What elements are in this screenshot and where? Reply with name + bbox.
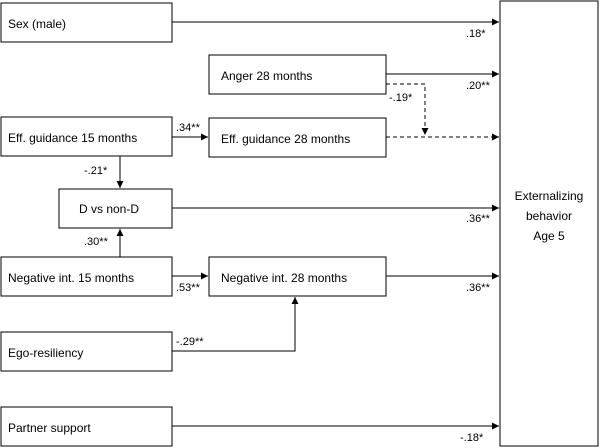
box-eff15-label: Eff. guidance 15 months <box>8 131 137 145</box>
coef-neg15-neg28: .53** <box>176 282 201 294</box>
outcome-line-1: Externalizing <box>515 189 584 203</box>
box-d-vs-non-d: D vs non-D <box>58 188 173 229</box>
arrow-anger-to-eff28-path <box>386 83 429 135</box>
arrow-ego-to-neg28 <box>172 297 299 352</box>
outcome-line-3: Age 5 <box>533 229 565 243</box>
box-anger-label: Anger 28 months <box>221 69 312 83</box>
coef-partner-ext: -.18* <box>460 432 484 444</box>
coef-eff15-eff28: .34** <box>176 122 201 134</box>
box-eff28: Eff. guidance 28 months <box>208 117 387 158</box>
box-sex-label: Sex (male) <box>8 17 66 31</box>
coef-neg28-ext: .36** <box>466 282 491 294</box>
coef-d-ext: .36** <box>466 213 491 225</box>
box-partner-support-label: Partner support <box>8 421 91 435</box>
box-sex: Sex (male) <box>0 2 173 43</box>
coef-neg15-d: .30** <box>84 236 109 248</box>
box-outcome: Externalizing behavior Age 5 <box>499 0 599 447</box>
box-d-vs-non-d-label: D vs non-D <box>79 202 139 216</box>
box-neg15: Negative int. 15 months <box>0 256 173 297</box>
outcome-line-2: behavior <box>526 209 572 223</box>
coef-anger-ext: .20** <box>466 80 491 92</box>
box-partner-support: Partner support <box>0 406 173 447</box>
box-ego-resiliency-label: Ego-resiliency <box>8 346 83 360</box>
box-neg28: Negative int. 28 months <box>208 256 387 297</box>
box-neg15-label: Negative int. 15 months <box>8 271 134 285</box>
coef-anger-eff28: -.19* <box>389 92 413 104</box>
coef-eff15-d: -.21* <box>84 165 108 177</box>
box-anger: Anger 28 months <box>208 54 387 95</box>
box-eff28-label: Eff. guidance 28 months <box>221 132 350 146</box>
box-eff15: Eff. guidance 15 months <box>0 116 173 157</box>
coef-sex-ext: .18* <box>466 28 486 40</box>
coef-ego-neg28: -.29** <box>176 336 204 348</box>
box-neg28-label: Negative int. 28 months <box>221 271 347 285</box>
box-ego-resiliency: Ego-resiliency <box>0 331 173 372</box>
